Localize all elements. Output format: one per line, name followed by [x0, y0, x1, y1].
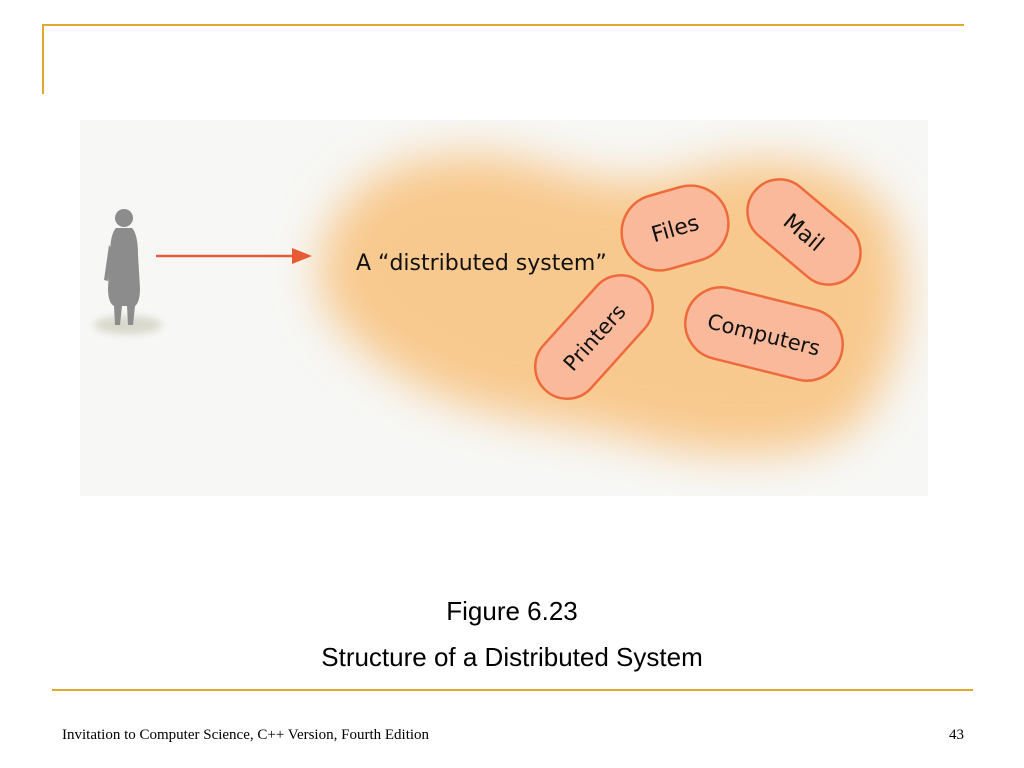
- distributed-system-diagram: A “distributed system” Files Mail Printe…: [80, 120, 928, 496]
- arrow-right-icon: [156, 248, 312, 264]
- footer-book-title: Invitation to Computer Science, C++ Vers…: [62, 727, 430, 743]
- footer-page-number: 43: [949, 727, 964, 743]
- resource-pill-files: Files: [620, 184, 730, 272]
- resource-pill-mail: Mail: [746, 178, 862, 286]
- bottom-accent-rule: [52, 689, 973, 691]
- top-accent-rule: [42, 24, 964, 26]
- resource-pill-computers: Computers: [684, 286, 844, 382]
- figure-number: Figure 6.23: [446, 596, 578, 626]
- system-label: A “distributed system”: [356, 251, 607, 276]
- left-accent-rule: [42, 24, 44, 94]
- figure-title: Structure of a Distributed System: [321, 642, 703, 672]
- person-silhouette-icon: [104, 209, 140, 325]
- figure-panel: A “distributed system” Files Mail Printe…: [80, 120, 928, 496]
- person-figure: [94, 209, 162, 334]
